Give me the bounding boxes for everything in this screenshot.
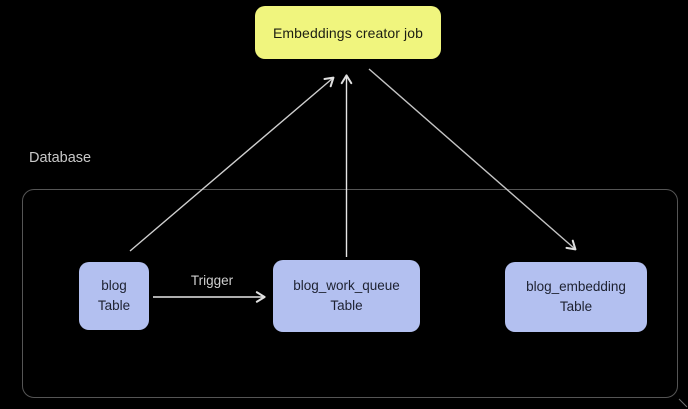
node-blog-work-queue-table-name: blog_work_queue — [293, 278, 400, 294]
edge-trigger-label: Trigger — [190, 273, 234, 288]
node-blog-table-name: blog — [101, 278, 127, 294]
node-blog-table-suffix: Table — [97, 298, 131, 313]
node-blog-table: blog Table — [79, 262, 149, 330]
node-blog-work-queue-table-suffix: Table — [330, 298, 363, 313]
node-blog-embedding-table-name: blog_embedding — [526, 279, 626, 295]
corner-artifact — [678, 398, 688, 408]
node-blog-embedding-table-suffix: Table — [559, 299, 593, 314]
node-embeddings-creator-job-label: Embeddings creator job — [272, 24, 424, 41]
node-blog-embedding-table: blog_embedding Table — [505, 262, 647, 332]
node-embeddings-creator-job: Embeddings creator job — [255, 6, 441, 59]
node-blog-work-queue-table: blog_work_queue Table — [273, 260, 420, 332]
database-group-container — [22, 189, 678, 398]
database-group-label: Database — [29, 150, 92, 166]
